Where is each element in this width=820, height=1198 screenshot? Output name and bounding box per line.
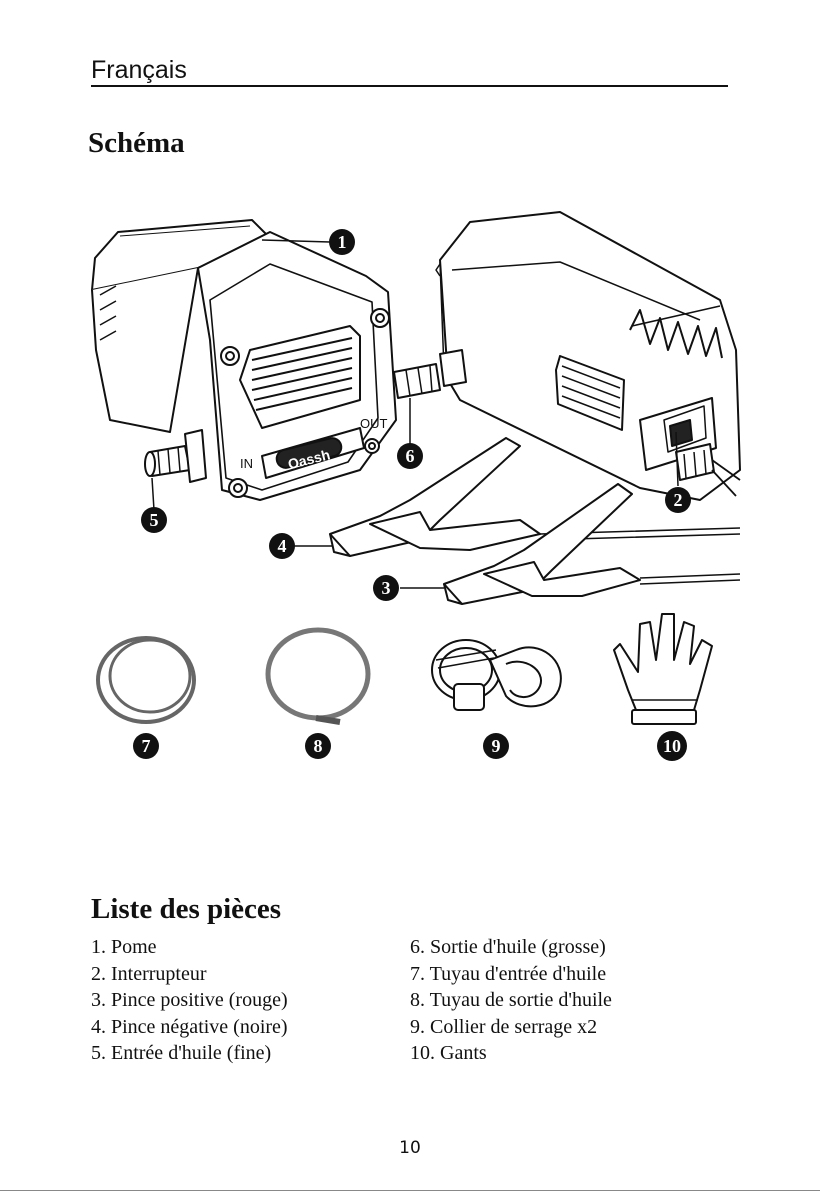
callout-5: 5 (141, 507, 167, 533)
parts-list-title: Liste des pièces (91, 893, 281, 926)
callout-7: 7 (133, 733, 159, 759)
parts-list-left-column: 1. Pome 2. Interrupteur 3. Pince positiv… (91, 934, 401, 1067)
callout-10: 10 (657, 731, 687, 761)
svg-text:7: 7 (142, 736, 151, 756)
bottom-divider (0, 1190, 820, 1191)
product-diagram: IN OUT Oassh (0, 200, 820, 780)
callout-1: 1 (329, 229, 355, 255)
svg-text:8: 8 (314, 736, 323, 756)
svg-text:10: 10 (663, 736, 681, 756)
callout-2: 2 (665, 487, 691, 513)
svg-text:2: 2 (674, 490, 683, 510)
parts-list-item: 7. Tuyau d'entrée d'huile (410, 961, 740, 988)
svg-text:4: 4 (278, 536, 287, 556)
outlet-hose-illustration (268, 630, 368, 722)
parts-list-item: 3. Pince positive (rouge) (91, 987, 401, 1014)
parts-list-item: 1. Pome (91, 934, 401, 961)
parts-list-item: 4. Pince négative (noire) (91, 1014, 401, 1041)
svg-text:9: 9 (492, 736, 501, 756)
hose-clamp-illustration (432, 640, 561, 710)
svg-text:5: 5 (150, 510, 159, 530)
parts-list-item: 5. Entrée d'huile (fine) (91, 1040, 401, 1067)
diagram-title: Schéma (88, 127, 185, 160)
svg-text:6: 6 (406, 446, 415, 466)
parts-list-item: 9. Collier de serrage x2 (410, 1014, 740, 1041)
callout-3: 3 (373, 575, 399, 601)
label-out: OUT (360, 416, 388, 431)
callout-4: 4 (269, 533, 295, 559)
page-number: 10 (0, 1138, 820, 1158)
parts-list-item: 10. Gants (410, 1040, 740, 1067)
callout-8: 8 (305, 733, 331, 759)
callout-9: 9 (483, 733, 509, 759)
svg-text:1: 1 (338, 232, 347, 252)
svg-text:3: 3 (382, 578, 391, 598)
parts-list-item: 8. Tuyau de sortie d'huile (410, 987, 740, 1014)
glove-illustration (614, 614, 712, 724)
pump-illustration (92, 220, 440, 500)
parts-list-right-column: 6. Sortie d'huile (grosse) 7. Tuyau d'en… (410, 934, 740, 1067)
language-header: Français (91, 55, 728, 87)
parts-list-item: 2. Interrupteur (91, 961, 401, 988)
parts-list-item: 6. Sortie d'huile (grosse) (410, 934, 740, 961)
label-in: IN (240, 456, 253, 471)
inlet-hose-illustration (98, 638, 194, 722)
callout-6: 6 (397, 443, 423, 469)
